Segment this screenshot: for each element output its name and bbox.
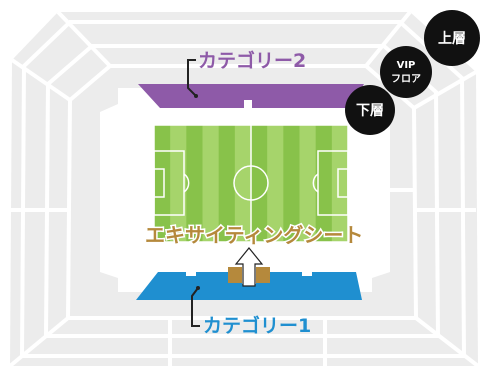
pitch-stripe xyxy=(283,125,300,242)
center-circle xyxy=(233,165,269,201)
left-goal-box xyxy=(153,168,165,198)
category2-leader-line xyxy=(187,59,197,97)
pitch xyxy=(153,124,349,243)
left-penalty-arc xyxy=(183,173,190,193)
stand-separator xyxy=(364,10,412,68)
stand-separator xyxy=(412,70,478,110)
category1-leader-dot xyxy=(196,286,200,290)
pitch-stripe xyxy=(186,125,203,242)
stand-separator xyxy=(10,58,72,102)
exciting-seat-arrow xyxy=(234,247,264,287)
pitch-stripe xyxy=(154,125,171,242)
vip-floor-label-line1: VIP xyxy=(397,60,416,71)
stand-separator xyxy=(414,316,480,368)
pitch-stripe xyxy=(251,125,268,242)
right-goal-box xyxy=(337,168,349,198)
lower-tier-badge: 下層 xyxy=(345,85,395,135)
stand-separator xyxy=(8,316,70,368)
category2-notch xyxy=(244,100,252,110)
vip-floor-label-line2: フロア xyxy=(391,73,421,85)
exciting-seat-label: エキサイティングシート xyxy=(145,223,363,247)
vip-floor-badge: VIP フロア xyxy=(380,46,432,98)
category1-notch xyxy=(186,268,196,276)
category1-label: カテゴリー1 xyxy=(203,314,311,337)
category1-leader-line xyxy=(191,287,200,327)
upper-tier-label: 上層 xyxy=(438,31,466,47)
upper-tier-badge: 上層 xyxy=(424,10,480,66)
category2-leader-dot xyxy=(194,94,198,98)
lower-tier-label: 下層 xyxy=(356,103,384,119)
category2-section xyxy=(138,84,364,108)
category1-notch xyxy=(302,268,312,276)
exciting-seat-block-right xyxy=(256,267,270,283)
stand-separator xyxy=(56,10,112,68)
category2-label: カテゴリー2 xyxy=(198,49,306,72)
pitch-stripe xyxy=(218,125,235,242)
exciting-seat-block-left xyxy=(228,267,242,283)
right-penalty-arc xyxy=(312,173,319,193)
pitch-stripe xyxy=(315,125,332,242)
